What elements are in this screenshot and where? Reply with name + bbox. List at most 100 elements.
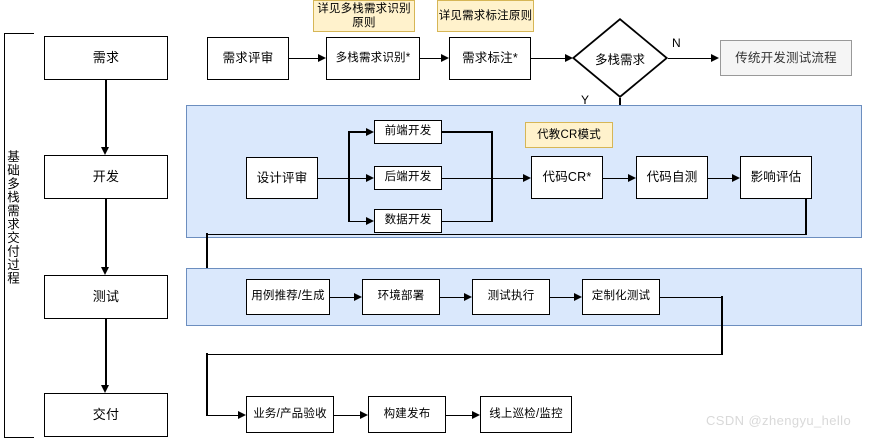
edge-label-yes: Y [581,93,590,107]
lifecycle-title: 基础多栈需求交付过程 [5,150,19,285]
arrowhead-code-cr [523,174,531,182]
note-multistack-identification-label: 详见多栈需求识别原则 [317,2,411,29]
arrowhead-annotate [441,54,449,62]
arrowhead-testing [101,267,109,275]
arrowhead-delivery [101,385,109,393]
edge-requirement-to-development [105,80,107,147]
node-test-execution-label: 测试执行 [487,290,535,303]
edge-to-data-dev [348,220,366,223]
node-backend-dev-label: 后端开发 [384,171,432,184]
node-traditional-process[interactable]: 传统开发测试流程 [720,40,852,76]
node-impact-assessment-label: 影响评估 [750,170,802,185]
stage-testing-label: 测试 [92,288,120,304]
node-impact-assessment[interactable]: 影响评估 [740,156,812,199]
arrowhead-decision [565,54,573,62]
node-backend-dev[interactable]: 后端开发 [374,166,442,190]
edge-into-acceptance [206,414,238,417]
node-build-release-label: 构建发布 [383,407,431,420]
edge-review-to-identify [289,57,318,60]
edge-data-merge [442,220,492,223]
node-design-review-label: 设计评审 [256,170,308,185]
arrowhead-backend [366,174,374,182]
edge-exec-to-custom [550,296,574,299]
edge-design-out [318,177,348,180]
note-requirement-annotation-label: 详见需求标注原则 [438,9,533,22]
arrowhead-online-monitor [472,411,480,419]
note-cr-mode-label: 代教CR模式 [537,128,601,141]
edge-impact-down [805,199,807,235]
diamond-shape [572,18,668,98]
stage-delivery[interactable]: 交付 [44,393,168,437]
note-cr-mode: 代教CR模式 [525,122,613,148]
node-usecase-generation[interactable]: 用例推荐/生成 [246,279,330,315]
node-requirement-annotate[interactable]: 需求标注* [449,37,531,80]
stage-requirement-label: 需求 [92,49,120,65]
edge-env-to-exec [440,296,464,299]
edge-to-backend [348,177,366,180]
node-code-cr[interactable]: 代码CR* [531,156,603,199]
edge-impact-left [206,233,807,236]
arrowhead-build-release [360,411,368,419]
edge-usecase-to-env [330,296,354,299]
arrowhead-identify [318,54,326,62]
edge-custom-down [721,296,723,354]
arrowhead-frontend [366,127,374,136]
edge-selftest-to-impact [708,177,732,180]
node-usecase-generation-label: 用例推荐/生成 [251,290,325,303]
arrowhead-data-dev [366,217,374,225]
edge-impact-down-to-test [206,233,208,297]
arrowhead-fallback [711,54,719,62]
edge-cr-to-selftest [603,177,628,180]
node-requirement-annotate-label: 需求标注* [462,51,518,66]
node-business-acceptance-label: 业务/产品验收 [253,407,327,420]
arrowhead-custom-test [574,293,582,301]
stage-requirement[interactable]: 需求 [44,36,168,80]
node-data-dev[interactable]: 数据开发 [374,209,442,233]
node-test-execution[interactable]: 测试执行 [472,279,550,315]
arrowhead-env-deploy [354,293,362,301]
node-frontend-dev-label: 前端开发 [384,125,432,138]
decision-multistack-requirement[interactable]: 多栈需求 [572,18,668,98]
decision-label: 多栈需求 [594,52,645,67]
arrowhead-acceptance [238,411,246,419]
arrowhead-code-selftest [628,174,636,182]
node-code-cr-label: 代码CR* [542,170,592,185]
edge-acceptance-to-build [334,414,360,417]
node-traditional-process-label: 传统开发测试流程 [735,50,837,65]
node-custom-test-label: 定制化测试 [591,290,651,303]
edge-custom-out [660,296,722,299]
node-design-review[interactable]: 设计评审 [246,157,318,199]
note-multistack-identification: 详见多栈需求识别原则 [313,0,415,32]
edge-merge-to-cr [442,177,523,180]
node-frontend-dev[interactable]: 前端开发 [374,120,442,144]
stage-development-label: 开发 [92,168,120,184]
stage-delivery-label: 交付 [92,406,120,422]
node-code-selftest-label: 代码自测 [646,170,698,185]
node-requirement-review[interactable]: 需求评审 [207,37,289,80]
edge-testing-to-delivery [105,319,107,385]
edge-merge-vert [491,131,493,222]
stage-testing[interactable]: 测试 [44,275,168,319]
stage-development[interactable]: 开发 [44,155,168,199]
node-online-monitor[interactable]: 线上巡检/监控 [480,396,572,433]
edge-custom-left [206,353,723,356]
edge-annotate-to-decision [531,57,565,60]
node-build-release[interactable]: 构建发布 [368,396,446,433]
node-custom-test[interactable]: 定制化测试 [582,279,660,315]
node-code-selftest[interactable]: 代码自测 [636,156,708,199]
node-env-deploy[interactable]: 环境部署 [362,279,440,315]
node-business-acceptance[interactable]: 业务/产品验收 [246,396,334,433]
edge-identify-to-annotate [420,57,441,60]
edge-decision-no [668,57,711,60]
note-requirement-annotation: 详见需求标注原则 [437,0,534,32]
arrowhead-impact [732,174,740,182]
edge-build-to-monitor [446,414,472,417]
arrowhead-test-exec [464,293,472,301]
node-multistack-identify-label: 多栈需求识别* [335,51,411,64]
edge-to-frontend [348,131,366,133]
node-multistack-identify[interactable]: 多栈需求识别* [326,37,420,80]
arrowhead-development [101,147,109,155]
edge-development-to-testing [105,199,107,267]
node-env-deploy-label: 环境部署 [377,290,425,303]
watermark: CSDN @zhengyu_hello [706,413,852,428]
